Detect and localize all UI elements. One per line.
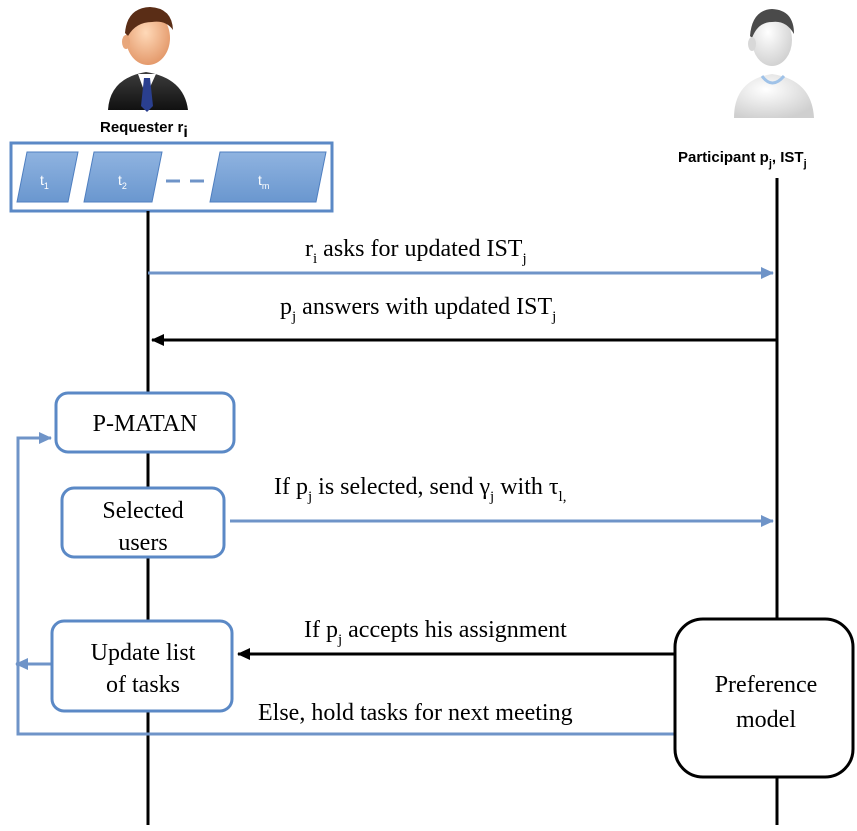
else-label: Else, hold tasks for next meeting: [258, 700, 573, 726]
task-tm-label: tm: [258, 172, 269, 191]
task-queue: t1 t2 tm: [9, 141, 334, 213]
selected-users-line1: Selected: [102, 498, 183, 524]
task-tm: [209, 151, 327, 203]
else-loop-arrow: [16, 432, 675, 736]
businessman-icon: [108, 7, 188, 112]
update-list-line1: Update list: [91, 640, 196, 666]
pmatan-label: P-MATAN: [93, 411, 198, 437]
participant-label: Participant pj, ISTj: [678, 149, 807, 170]
selected-users-box: [60, 486, 226, 559]
user-icon: [734, 9, 814, 118]
selected-users-line2: users: [118, 530, 167, 556]
pmatan-box: [54, 391, 236, 454]
select-label: If pj is selected, send γj with τl,: [274, 474, 566, 505]
ask-label: ri asks for updated ISTj: [305, 236, 527, 267]
preference-model-line2: model: [736, 707, 796, 733]
requester-label: Requester ri: [100, 119, 188, 141]
preference-model-box: [673, 617, 855, 779]
task-t1: [16, 151, 79, 203]
preference-model-line1: Preference: [715, 672, 818, 698]
answer-label: pj answers with updated ISTj: [280, 294, 556, 325]
task-t1-label: t1: [40, 172, 49, 191]
update-list-box: [50, 619, 234, 713]
update-list-line2: of tasks: [106, 672, 180, 698]
accept-label: If pj accepts his assignment: [304, 617, 567, 648]
task-t2-label: t2: [118, 172, 127, 191]
task-t2: [83, 151, 163, 203]
